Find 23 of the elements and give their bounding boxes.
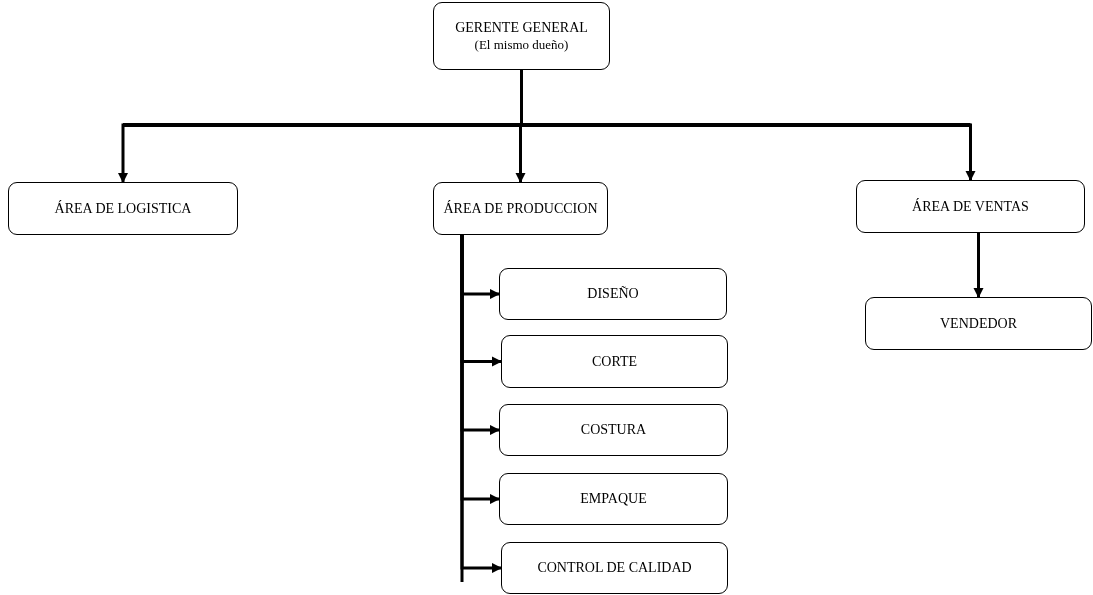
subtitle-text: (El mismo dueño) bbox=[474, 36, 569, 53]
org-box bbox=[433, 182, 608, 235]
org-box bbox=[501, 542, 728, 594]
org-box bbox=[8, 182, 238, 235]
box-label: ÁREA DE VENTAS bbox=[912, 197, 1029, 216]
box-label: DISEÑO bbox=[587, 285, 639, 303]
box-label: ÁREA DE LOGISTICA bbox=[54, 199, 192, 218]
box-label: GERENTE GENERAL bbox=[455, 19, 588, 37]
box-label: COSTURA bbox=[580, 421, 647, 439]
box-label: EMPAQUE bbox=[580, 490, 647, 508]
box-label: ÁREA DE PRODUCCION bbox=[443, 199, 598, 218]
org-box bbox=[499, 404, 728, 456]
org-box bbox=[499, 473, 728, 525]
org-box bbox=[433, 2, 610, 70]
box-label: CONTROL DE CALIDAD bbox=[537, 559, 692, 577]
org-box bbox=[499, 268, 727, 320]
box-label: VENDEDOR bbox=[940, 314, 1017, 333]
org-box bbox=[856, 180, 1085, 233]
connector-arrow bbox=[973, 233, 984, 299]
connector-arrow bbox=[460, 235, 503, 574]
org-box bbox=[865, 297, 1092, 350]
box-label: CORTE bbox=[591, 352, 638, 371]
org-box bbox=[501, 335, 728, 388]
